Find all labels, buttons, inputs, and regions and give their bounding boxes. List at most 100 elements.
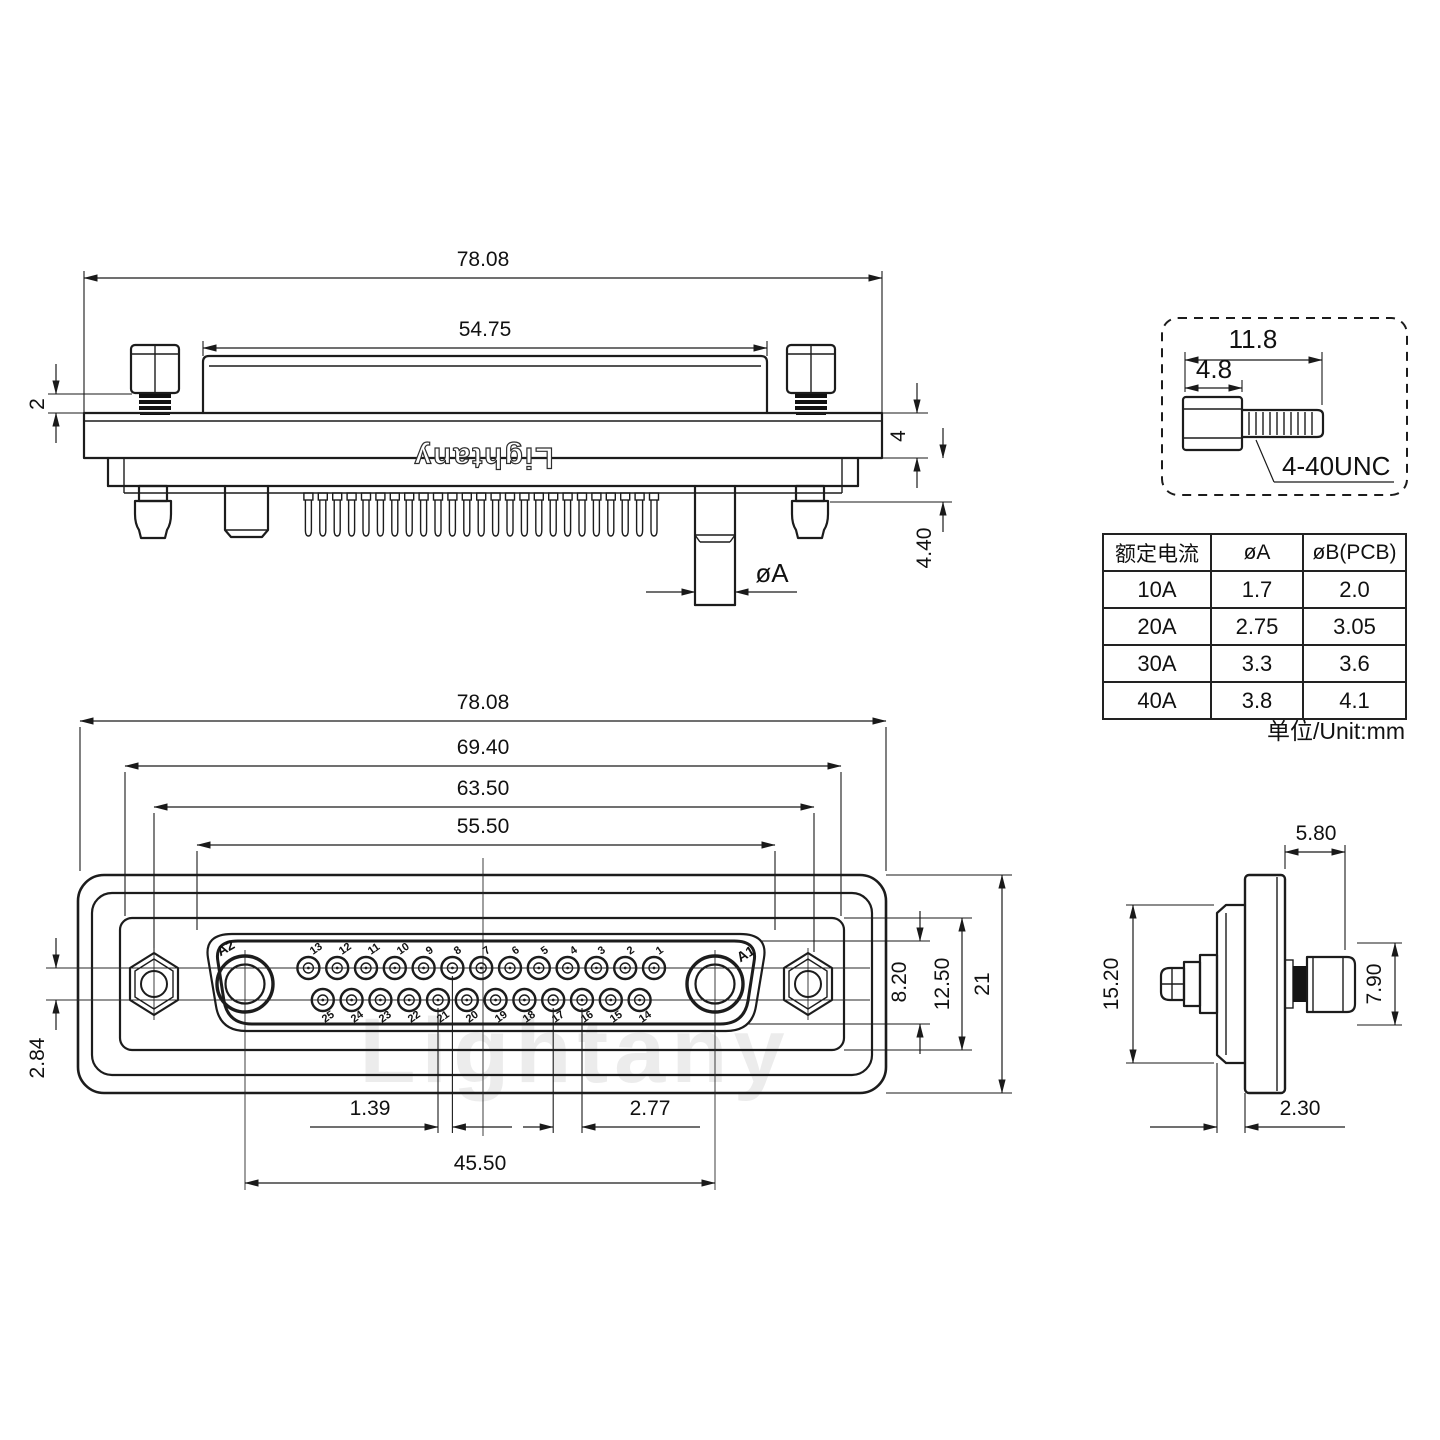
left-power-tail: [223, 484, 270, 539]
front-dim-row-offset: 2.84: [26, 1037, 49, 1078]
thumbscrew-detail-view: 11.8 4.8 4-40UNC: [1161, 317, 1408, 496]
table-row: 20A 2.75 3.05: [1102, 607, 1407, 646]
housing-inner: [90, 891, 874, 1077]
side-power-contact: [1159, 953, 1219, 1015]
contact-a2-label: A2: [214, 936, 238, 959]
pin-label: 17: [550, 1009, 567, 1026]
pin-label: 16: [579, 1009, 596, 1026]
cell: 2.0: [1302, 570, 1407, 609]
thread-spec-label: 4-40UNC: [1282, 451, 1390, 481]
current-rating-table: 额定电流 øA øB(PCB) 10A 1.7 2.0 20A 2.75 3.0…: [1102, 533, 1407, 720]
side-flange: [1243, 873, 1287, 1095]
pin-label: 13: [308, 941, 325, 958]
pin-label: 19: [493, 1009, 510, 1026]
unit-note: 单位/Unit:mm: [1267, 718, 1405, 744]
pin-label: 2: [625, 944, 637, 957]
pin-row-top: 13 12 11 10 9 8 7 6 5 4 3 2 1: [296, 941, 667, 981]
front-dim-panel-height: 12.50: [931, 958, 954, 1011]
side-dim-shell-protrusion: 2.30: [1280, 1097, 1321, 1120]
table-row: 40A 3.8 4.1: [1102, 681, 1407, 720]
detail-dim-overall-length: 11.8: [1229, 324, 1278, 354]
cell: 1.7: [1210, 570, 1304, 609]
pin-label: 18: [521, 1009, 538, 1026]
pin-label: 21: [435, 1009, 452, 1026]
pin-label: 25: [320, 1009, 337, 1026]
right-thumbscrew-side: [785, 343, 837, 417]
d-insert-inner: [215, 939, 757, 1026]
screw-thread: [1240, 408, 1325, 439]
screw-head: [1181, 395, 1244, 452]
cell: 40A: [1102, 681, 1212, 720]
top-dim-shell-width: 54.75: [459, 318, 512, 341]
pin-label: 23: [377, 1009, 394, 1026]
pin-label: 22: [406, 1009, 423, 1026]
brand-embossed-text: Lightany: [413, 441, 554, 474]
cell: 3.6: [1302, 644, 1407, 683]
front-dim-half-pitch: 1.39: [350, 1097, 391, 1120]
right-boardlock-rivet: [790, 484, 830, 540]
col-header-dia-b-pcb: øB(PCB): [1302, 533, 1407, 572]
front-dim-mount-width: 69.40: [457, 736, 510, 759]
pin-row-bottom: 25 24 23 22 21 20 19 18 17 16 15 14: [310, 987, 654, 1026]
panel-face: [118, 916, 846, 1052]
pin-label: 11: [366, 941, 382, 958]
pin-label: 1: [654, 944, 666, 957]
col-header-dia-a: øA: [1210, 533, 1304, 572]
front-view: 78.08 69.40 63.50 55.50 Lightany: [26, 691, 1012, 1190]
cell: 3.05: [1302, 607, 1407, 646]
cell: 4.1: [1302, 681, 1407, 720]
cell: 10A: [1102, 570, 1212, 609]
side-screw: [1284, 955, 1357, 1014]
side-dim-flange-thickness: 5.80: [1296, 822, 1337, 845]
detail-dim-head-length: 4.8: [1196, 354, 1232, 384]
detail-boundary: [1161, 317, 1408, 496]
cell: 30A: [1102, 644, 1212, 683]
pin-label: 6: [510, 944, 522, 957]
cell: 3.3: [1210, 644, 1304, 683]
pin-label: 8: [452, 944, 464, 957]
table-row: 10A 1.7 2.0: [1102, 570, 1407, 609]
cell: 3.8: [1210, 681, 1304, 720]
side-view: 5.80 15.20 7.90 2.30: [1100, 822, 1402, 1133]
front-dim-insert-width: 55.50: [457, 815, 510, 838]
table-row: 30A 3.3 3.6: [1102, 644, 1407, 683]
pin-label: 9: [424, 944, 436, 957]
front-dim-pitch: 2.77: [630, 1097, 671, 1120]
right-power-tail: [693, 484, 737, 607]
flange-bar: [82, 411, 884, 460]
col-header-rated-current: 额定电流: [1102, 533, 1212, 572]
top-view: 78.08 54.75 Lightany: [26, 248, 952, 607]
front-dim-power-span: 45.50: [454, 1152, 507, 1175]
top-dim-standoff-height: 4.40: [913, 528, 936, 569]
front-dim-overall-width: 78.08: [457, 691, 510, 714]
side-dim-screw-head-diameter: 7.90: [1363, 964, 1386, 1005]
d-insert-outer: [206, 932, 766, 1033]
side-dim-shell-height: 15.20: [1100, 958, 1123, 1011]
front-dim-overall-height: 21: [971, 972, 994, 995]
front-dim-screw-span: 63.50: [457, 777, 510, 800]
top-dim-overall-width: 78.08: [457, 248, 510, 271]
table-header-row: 额定电流 øA øB(PCB): [1102, 533, 1407, 572]
pin-label: 3: [596, 944, 608, 957]
pin-label: 12: [337, 941, 354, 958]
pin-label: 4: [568, 944, 581, 958]
side-shell: [1215, 903, 1247, 1065]
pin-label: 15: [608, 1009, 625, 1026]
signal-pin-tails: [303, 492, 660, 537]
housing-outer: [76, 873, 888, 1095]
contact-a1-label: A1: [734, 942, 758, 965]
pin-label: 10: [395, 941, 412, 958]
pin-label: 20: [464, 1009, 481, 1026]
pin-label: 5: [539, 944, 551, 957]
cell: 20A: [1102, 607, 1212, 646]
left-boardlock-rivet: [133, 484, 173, 540]
top-dim-flange-height: 4: [887, 430, 910, 442]
mating-shell: [201, 354, 769, 415]
cell: 2.75: [1210, 607, 1304, 646]
top-dim-pin-diameter: øA: [755, 558, 789, 588]
top-dim-lip-height: 2: [26, 398, 49, 410]
pin-label: 7: [481, 944, 493, 957]
left-thumbscrew-side: [129, 343, 181, 417]
